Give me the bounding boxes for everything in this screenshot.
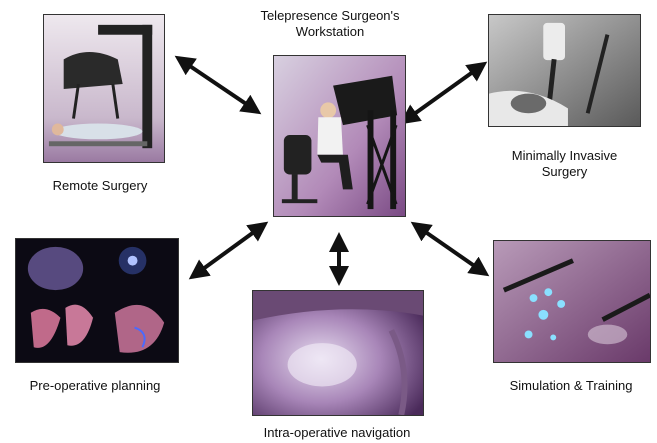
surgical-robot-photo bbox=[43, 14, 165, 163]
center-title: Telepresence Surgeon's Workstation bbox=[230, 8, 430, 40]
label-simulation-training: Simulation & Training bbox=[485, 378, 657, 394]
endoscopic-view-photo bbox=[252, 290, 424, 416]
organ-renderings-photo bbox=[15, 238, 179, 363]
label-intra-operative-navigation: Intra-operative navigation bbox=[232, 425, 442, 441]
arrow-remote-surgery bbox=[178, 58, 258, 112]
laparoscopic-instruments-photo bbox=[488, 14, 641, 127]
arrow-pre-operative bbox=[192, 224, 265, 277]
surgeon-workstation-photo bbox=[273, 55, 406, 217]
arrow-simulation bbox=[414, 224, 486, 274]
label-remote-surgery: Remote Surgery bbox=[20, 178, 180, 194]
label-minimally-invasive: Minimally Invasive Surgery bbox=[482, 148, 647, 180]
label-pre-operative-planning: Pre-operative planning bbox=[5, 378, 185, 394]
virtual-surgery-photo bbox=[493, 240, 651, 363]
arrow-minimally-invasive bbox=[403, 64, 484, 122]
